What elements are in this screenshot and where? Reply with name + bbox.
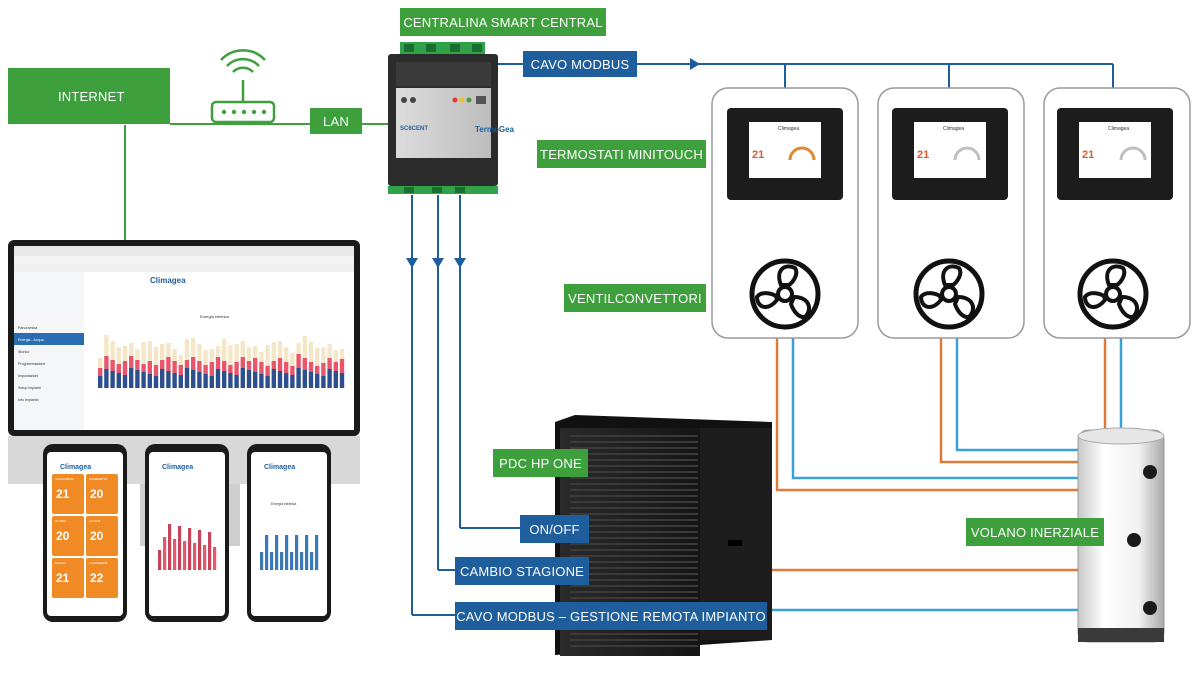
app-menu-item: Programmazione <box>18 362 45 366</box>
app-menu-item: Energia - Acqua <box>18 338 44 342</box>
thermostat-brand: Climagea <box>943 126 964 132</box>
fancoil-unit-2: Climagea 21 <box>877 87 1025 339</box>
app-menu-item: Storico <box>18 350 29 354</box>
label-heatpump: PDC HP ONE <box>493 449 588 477</box>
fan-icon <box>913 258 985 330</box>
app-menu-item: Panoramica <box>18 326 37 330</box>
zone-name: CAMERETTA <box>89 477 107 481</box>
zone-name: STUDIO <box>55 519 67 523</box>
zone-temp: 20 <box>90 487 104 501</box>
zone-name: LAVANDERIA <box>89 561 108 565</box>
thermostat-brand: Climagea <box>1108 126 1129 132</box>
label-onoff: ON/OFF <box>520 515 589 543</box>
hot-pipes <box>700 338 1107 572</box>
phone-2: Climagea <box>145 444 229 622</box>
smart-central-module: TermoGea SC6CENT <box>388 42 515 194</box>
label-internet: INTERNET <box>8 68 170 124</box>
fan-icon <box>749 258 821 330</box>
network-lines <box>124 123 390 240</box>
phone-logo: Climagea <box>162 464 193 471</box>
app-menu-item: Info impianto <box>18 398 39 402</box>
thermostat-temp: 21 <box>752 149 764 161</box>
cable-arrow-icon <box>454 258 466 268</box>
label-season: CAMBIO STAGIONE <box>455 557 589 585</box>
label-thermostats: TERMOSTATI MINITOUCH <box>537 140 706 168</box>
zone-temp: 20 <box>56 529 70 543</box>
modbus-arrow-icon <box>690 58 700 70</box>
cable-arrow-icon <box>432 258 444 268</box>
fancoil-unit-3: Climagea 21 <box>1043 87 1191 339</box>
zone-name: BAGNO <box>55 561 67 565</box>
label-modbus-remote: CAVO MODBUS – GESTIONE REMOTA IMPIANTO <box>455 602 767 630</box>
app-menu-item: Impostazioni <box>18 374 38 378</box>
cable-arrow-icon <box>406 258 418 268</box>
label-central: CENTRALINA SMART CENTRAL <box>400 8 606 36</box>
phone-logo: Climagea <box>60 464 91 471</box>
phone-chart-title: Energia elettrica <box>271 502 296 506</box>
zone-name: SOGGIORNO <box>55 477 75 481</box>
phone-3: Climagea Energia elettrica <box>247 444 331 622</box>
zone-temp: 21 <box>56 571 70 585</box>
device-model: SC6CENT <box>400 126 428 132</box>
label-buffer: VOLANO INERZIALE <box>966 518 1104 546</box>
fan-icon <box>1077 258 1149 330</box>
zone-temp: 20 <box>90 529 104 543</box>
router-icon <box>210 49 276 124</box>
label-fancoils: VENTILCONVETTORI <box>564 284 706 312</box>
label-lan: LAN <box>310 108 362 134</box>
fancoil-unit-1: Climagea 21 <box>711 87 859 339</box>
thermostat-brand: Climagea <box>778 126 799 132</box>
thermostat-temp: 21 <box>1082 149 1094 161</box>
phone-1: Climagea SOGGIORNO21CAMERETTA20STUDIO20C… <box>43 444 127 622</box>
label-modbus: CAVO MODBUS <box>523 51 637 77</box>
thermostat-temp: 21 <box>917 149 929 161</box>
app-chart-title: Energia elettrica <box>200 314 230 319</box>
zone-name: CUCINA <box>89 519 101 523</box>
device-brand: TermoGea <box>475 125 515 134</box>
phone-logo: Climagea <box>264 464 295 471</box>
zone-temp: 22 <box>90 571 104 585</box>
zone-temp: 21 <box>56 487 70 501</box>
app-menu-item: Setup impianti <box>18 386 41 390</box>
app-logo: Climagea <box>150 276 186 285</box>
